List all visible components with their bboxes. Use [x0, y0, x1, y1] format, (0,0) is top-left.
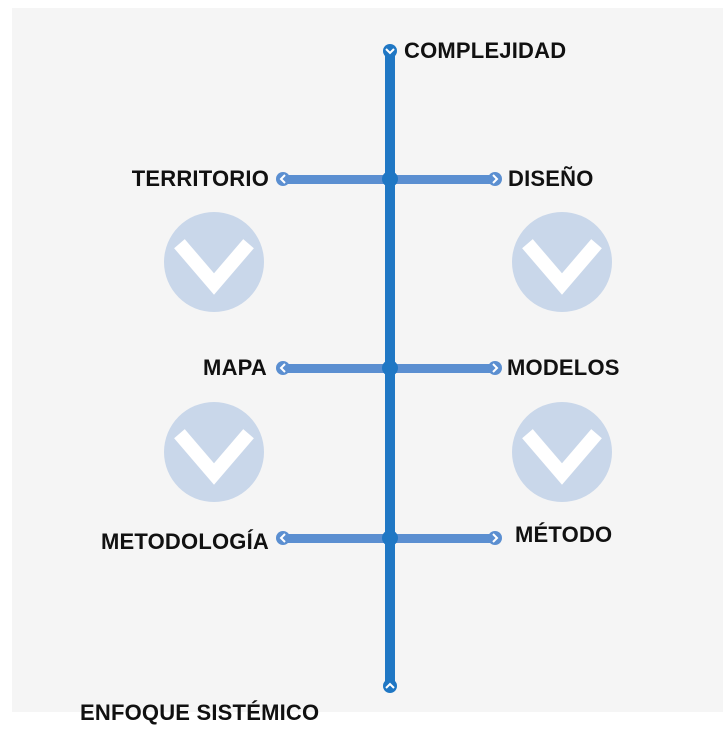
chevron-down-circle-icon [164, 212, 264, 312]
label-level-3-right: MÉTODO [515, 522, 613, 547]
chevron-up-icon [383, 679, 397, 693]
label-level-3-left: METODOLOGÍA [100, 529, 269, 554]
chevron-right-icon [488, 172, 502, 186]
label-enfoque-sistemico: ENFOQUE SISTÉMICO [80, 700, 320, 725]
vertical-spine [385, 49, 395, 684]
chevron-down-icon [383, 44, 397, 58]
label-level-1-left: TERRITORIO [131, 166, 269, 191]
chevron-left-icon [276, 531, 290, 545]
diagram-background [12, 8, 723, 712]
chevron-right-icon [488, 531, 502, 545]
chevron-down-circle-icon [512, 402, 612, 502]
chevron-down-circle-icon [164, 402, 264, 502]
chevron-left-icon [276, 172, 290, 186]
chevron-left-icon [276, 361, 290, 375]
chevron-down-circle-icon [512, 212, 612, 312]
label-level-2-left: MAPA [203, 355, 267, 380]
label-level-1-right: DISEÑO [508, 166, 594, 191]
label-complejidad: COMPLEJIDAD [404, 38, 567, 63]
chevron-right-icon [488, 361, 502, 375]
label-level-2-right: MODELOS [507, 355, 620, 380]
